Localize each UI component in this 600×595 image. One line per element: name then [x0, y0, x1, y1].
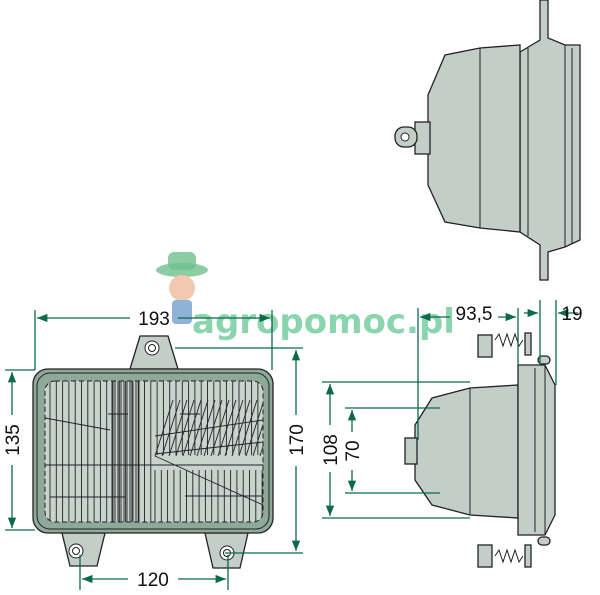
top-view — [394, 0, 581, 281]
lens-line — [238, 399, 258, 457]
dim-193: 193 — [138, 309, 170, 330]
lens-line — [224, 399, 244, 457]
lens-line — [154, 419, 263, 437]
front-view — [32, 335, 274, 569]
dim-108: 108 — [321, 434, 342, 466]
side-view — [404, 332, 556, 568]
dim-170: 170 — [287, 424, 308, 456]
dim-120: 120 — [137, 570, 169, 591]
lens-line — [154, 399, 174, 457]
dim-19: 19 — [561, 304, 582, 325]
lens-line — [154, 441, 263, 455]
lens-line — [175, 399, 195, 457]
lens-line — [161, 399, 181, 457]
dimensions: 193 135 170 120 93,5 19 108 — [3, 300, 583, 591]
lens-line — [154, 455, 263, 506]
adjuster-screw-top — [477, 332, 551, 365]
dim-70: 70 — [343, 440, 364, 461]
lens-line — [252, 399, 263, 457]
lens-pattern — [45, 381, 263, 522]
lens-line — [168, 399, 188, 457]
logo-text: agropomoc.pl — [192, 302, 455, 342]
adjuster-screw-bottom — [477, 536, 551, 568]
agropomoc-logo: agropomoc.pl — [156, 252, 455, 342]
lens-line — [189, 399, 209, 457]
lens-line — [182, 399, 202, 457]
lens-line — [231, 399, 251, 457]
lens-line — [203, 399, 223, 457]
lens-line — [210, 399, 230, 457]
lens-line — [245, 399, 263, 457]
lens-line — [45, 417, 111, 431]
dim-135: 135 — [3, 424, 24, 456]
dim-93-5: 93,5 — [456, 304, 493, 325]
